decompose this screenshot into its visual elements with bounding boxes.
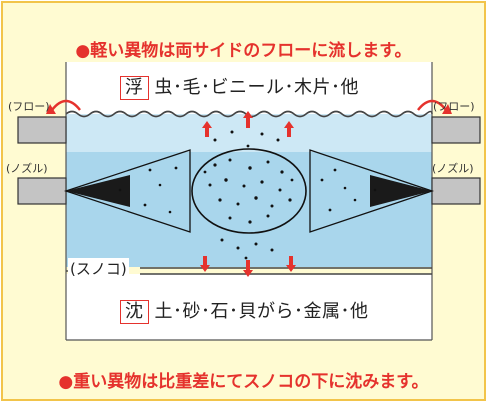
right-flow-label: (フロー) bbox=[433, 100, 475, 113]
up-arrows bbox=[202, 111, 294, 137]
sink-items: 土･砂･石･貝がら･金属･他 bbox=[154, 301, 369, 322]
right-nozzle-label: (ノズル) bbox=[432, 162, 474, 175]
sunoko-label: (スノコ) bbox=[68, 258, 129, 279]
right-flow-arrow bbox=[417, 99, 447, 111]
swirl-ellipse bbox=[191, 148, 307, 234]
left-nozzle-label: (ノズル) bbox=[6, 162, 48, 175]
left-flow-block bbox=[17, 116, 67, 144]
water-surface bbox=[65, 110, 433, 118]
right-flow-block bbox=[431, 116, 481, 144]
header-banner: ●軽い異物は両サイドのフローに流します。 bbox=[75, 41, 412, 61]
right-nozzle-block bbox=[431, 177, 481, 205]
sinking-debris-label: 沈土･砂･石･貝がら･金属･他 bbox=[120, 297, 369, 324]
particles bbox=[118, 130, 377, 260]
sink-kanji: 沈 bbox=[120, 300, 149, 324]
left-flow-arrowhead bbox=[46, 104, 56, 114]
left-jet-cone bbox=[63, 149, 191, 233]
footer-banner: ●重い異物は比重差にてスノコの下に沈みます。 bbox=[58, 372, 429, 392]
right-jet-cone bbox=[309, 149, 435, 233]
left-flow-label: (フロー) bbox=[8, 100, 50, 113]
floating-debris-label: 浮虫･毛･ビニール･木片･他 bbox=[120, 73, 359, 100]
right-jet-core bbox=[370, 175, 432, 207]
down-arrows bbox=[200, 256, 296, 277]
left-flow-arrow bbox=[51, 99, 81, 111]
right-flow-arrowhead bbox=[442, 104, 452, 114]
float-kanji: 浮 bbox=[120, 76, 149, 100]
left-nozzle-block bbox=[17, 177, 67, 205]
float-items: 虫･毛･ビニール･木片･他 bbox=[154, 77, 359, 98]
left-jet-core bbox=[66, 175, 130, 207]
